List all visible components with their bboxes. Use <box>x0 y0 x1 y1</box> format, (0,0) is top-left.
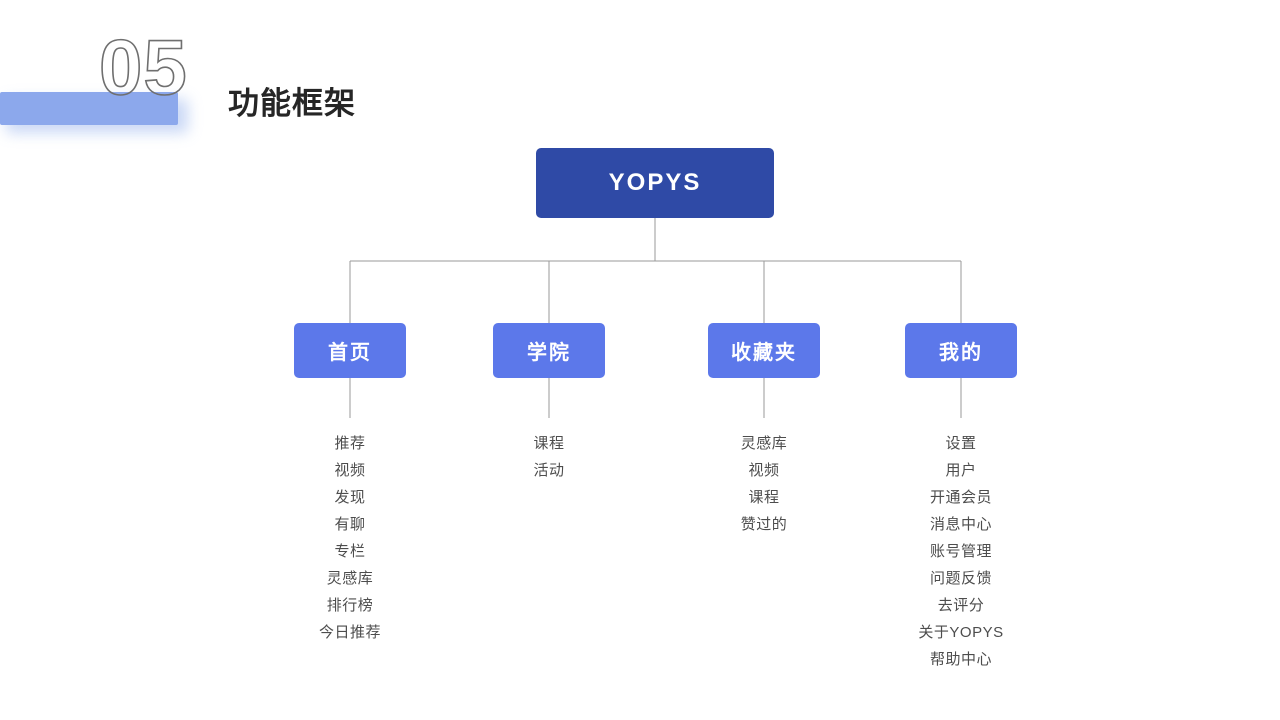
leaf-item: 用户 <box>945 462 977 479</box>
leaf-item: 专栏 <box>334 543 366 560</box>
leaf-item: 设置 <box>945 435 977 452</box>
leaf-item: 帮助中心 <box>929 651 992 668</box>
leaf-item: 赞过的 <box>740 516 788 533</box>
leaf-item: 灵感库 <box>326 570 374 587</box>
node-branch-mine[interactable]: 我的 <box>905 323 1017 378</box>
node-branch-academy[interactable]: 学院 <box>493 323 605 378</box>
leaf-item: 课程 <box>748 489 780 506</box>
leaf-item: 灵感库 <box>740 435 788 452</box>
node-branch-favorites[interactable]: 收藏夹 <box>708 323 820 378</box>
leaf-list-mine: 设置 用户 开通会员 消息中心 账号管理 问题反馈 去评分 关于YOPYS 帮助… <box>871 430 1051 673</box>
leaf-item: 有聊 <box>334 516 366 533</box>
leaf-item: 关于YOPYS <box>918 624 1004 641</box>
leaf-item: 去评分 <box>937 597 985 614</box>
leaf-item: 视频 <box>748 462 780 479</box>
leaf-item: 发现 <box>334 489 366 506</box>
leaf-item: 问题反馈 <box>929 570 992 587</box>
leaf-list-favorites: 灵感库 视频 课程 赞过的 <box>674 430 854 538</box>
page-title: 功能框架 <box>228 86 356 121</box>
node-root[interactable]: YOPYS <box>536 148 774 218</box>
header-accent-bar <box>0 92 178 125</box>
slide-header: 05 功能框架 <box>0 0 1280 160</box>
leaf-item: 排行榜 <box>326 597 374 614</box>
leaf-item: 今日推荐 <box>318 624 381 641</box>
leaf-list-home: 推荐 视频 发现 有聊 专栏 灵感库 排行榜 今日推荐 <box>260 430 440 646</box>
leaf-item: 账号管理 <box>929 543 992 560</box>
leaf-item: 开通会员 <box>929 489 992 506</box>
leaf-item: 视频 <box>334 462 366 479</box>
leaf-list-academy: 课程 活动 <box>459 430 639 484</box>
leaf-item: 活动 <box>533 462 565 479</box>
leaf-item: 推荐 <box>334 435 366 452</box>
leaf-item: 消息中心 <box>929 516 992 533</box>
section-number: 05 <box>98 23 188 111</box>
node-branch-home[interactable]: 首页 <box>294 323 406 378</box>
leaf-item: 课程 <box>533 435 565 452</box>
